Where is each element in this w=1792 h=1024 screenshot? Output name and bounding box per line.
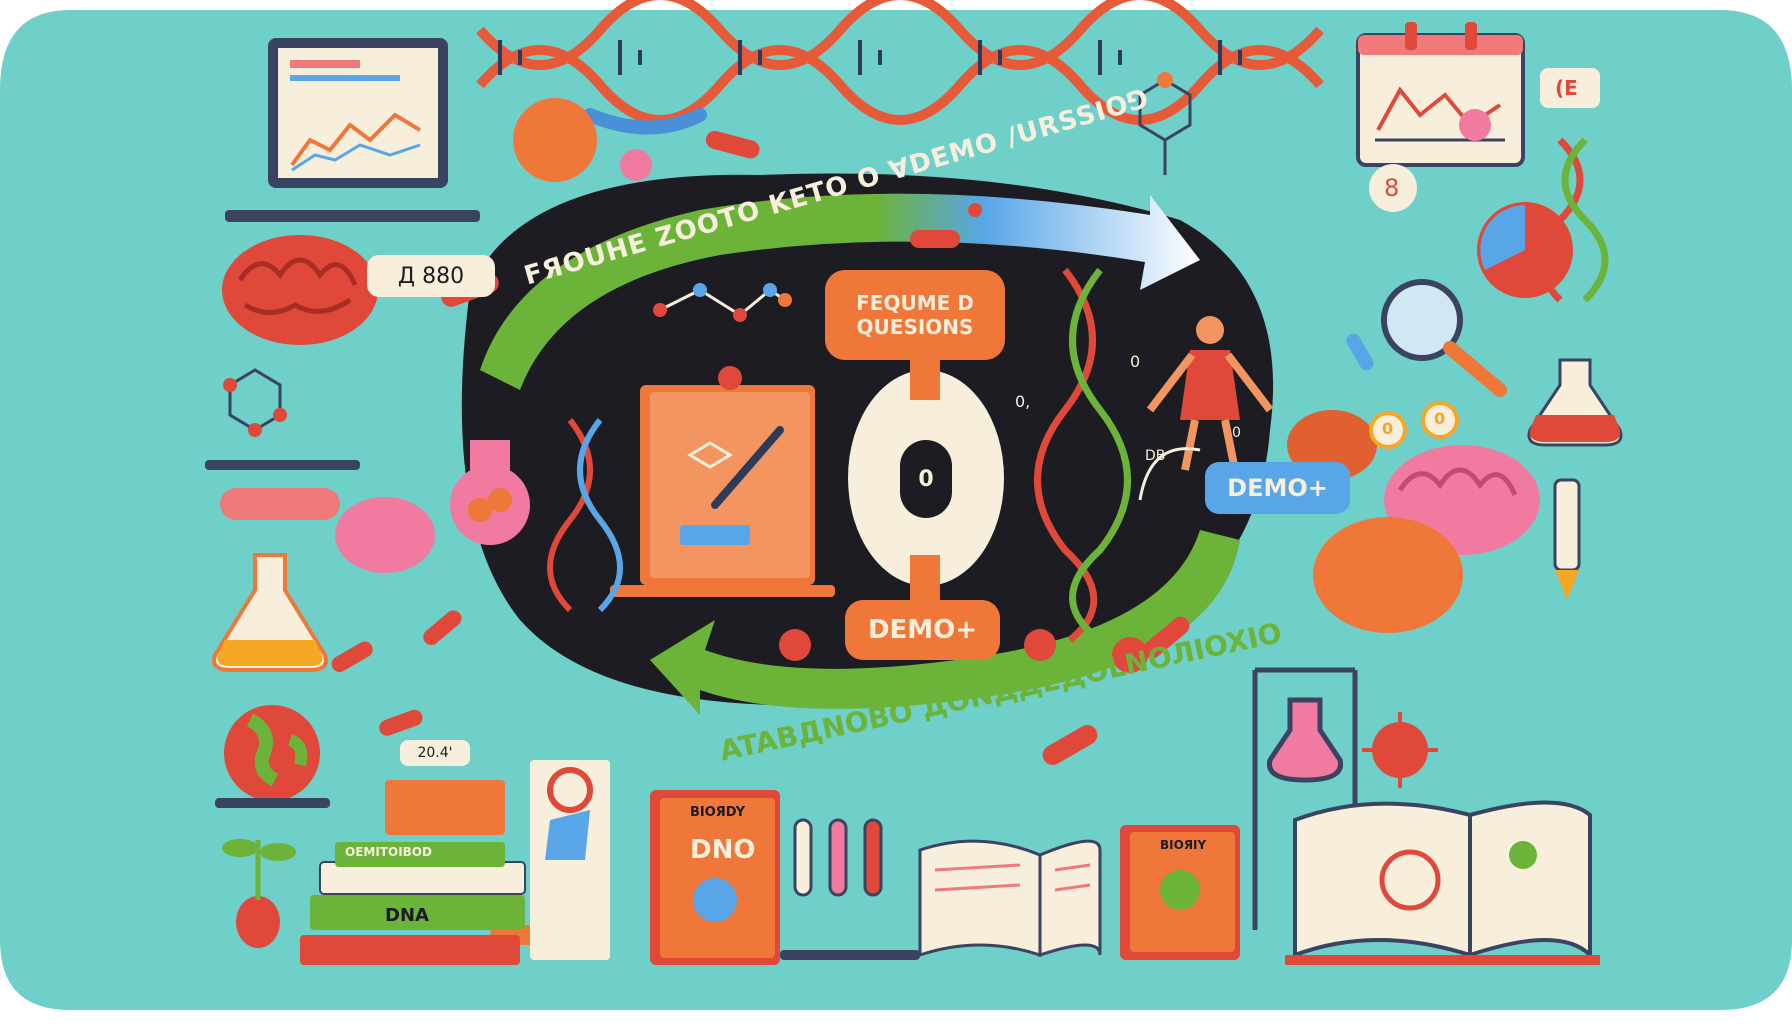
bottom-cycle-arrow [650,530,1240,715]
dna-helix-icon-right [1536,137,1609,303]
small-0-b: 0, [1015,392,1031,411]
book-orange-2 [1120,825,1240,960]
small-tag: 20.4' [400,740,470,766]
book-green-label: DNA [385,905,429,926]
right-demo-text: DEMO+ [1227,474,1328,502]
globe-icon-right [1477,202,1573,298]
flask-icon [212,553,328,672]
round-flask-icon [450,440,530,545]
brain-icon-small [335,497,435,573]
center-zero-inner: 0 [900,440,952,518]
globe-icon [215,705,330,808]
small-0-c: 0 [1232,425,1241,441]
notebook-icon [610,366,835,597]
cell-cluster-icon [1287,410,1463,633]
center-demo-text: DEMO+ [867,615,978,645]
center-box-title: FEQUME D QUESIONS [825,270,1005,360]
chart-label: DB [1145,448,1166,464]
small-0-a: 0 [1130,352,1141,371]
virus-icon-center [779,629,811,661]
center-demo-pill[interactable]: DEMO+ [845,600,1000,660]
small-tag-text: 20.4' [417,745,453,761]
laptop-chart-icon [225,38,480,222]
books-icon [300,760,610,965]
calendar-chart-icon [1356,22,1525,167]
bottom-shelf [780,950,920,960]
flask-icon-right [1527,358,1623,447]
center-box-title-text: FEQUME D QUESIONS [856,291,974,339]
book-orange-1 [650,790,780,965]
right-demo-pill[interactable]: DEMO+ [1205,462,1350,514]
human-body-icon [1138,316,1274,501]
center-zero-inner-text: 0 [918,466,934,492]
right-ring-b [1421,401,1459,439]
right-ring-0a: 0 [1382,419,1394,438]
open-book-icon-large [1285,800,1600,965]
open-book-icon [918,839,1102,958]
decorative-dots [513,98,1491,673]
right-ring-a [1369,411,1407,449]
thermometer-icon [1553,478,1581,600]
dna-helix-icon [476,0,1324,135]
molecule-icon [653,283,792,322]
top-left-tag: Д 880 [367,255,495,297]
magnifier-icon [1381,279,1507,397]
test-tube-icon [793,818,883,897]
right-box-label: (E [1555,76,1578,100]
dna-helix-icon-center [547,267,1131,643]
book-orange2-top: BIOЯIY [1160,838,1207,852]
left-shelf [205,460,360,470]
right-number-ring [1369,164,1417,212]
plant-icon [222,839,296,948]
right-number-8: 8 [1384,174,1400,202]
molecule-icon-top [1138,72,1192,175]
right-ring-0b: 0 [1434,409,1446,428]
virus-icon [1362,712,1438,788]
book-orange1-top: BIOЯDY [690,805,746,820]
top-left-tag-text: Д 880 [397,263,465,289]
book-top-label: OEMITOIBOD [345,845,432,859]
brain-icon [222,235,378,345]
molecule-icon-left [223,368,287,437]
book-orange1-title: DNO [690,835,756,865]
top-cycle-arrow [480,193,1200,390]
right-box [1540,68,1600,108]
